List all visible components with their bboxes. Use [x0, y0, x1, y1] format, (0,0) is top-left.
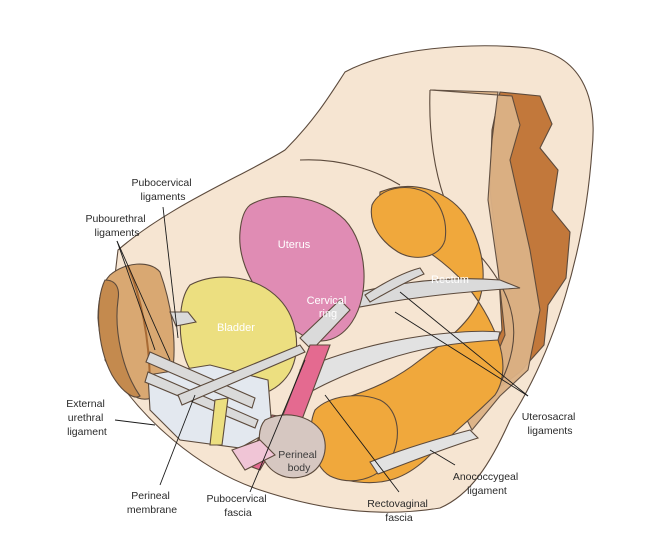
label-cervical-ring: Cervical ring	[307, 295, 350, 320]
anococcygeal-ligament-band	[369, 429, 480, 475]
label-bladder: Bladder	[217, 322, 255, 334]
pubocervical-ligament-long	[177, 344, 306, 406]
label-rectum: Rectum	[431, 274, 469, 286]
label-pubocervical-fascia: Pubocervical fascia	[206, 493, 269, 519]
label-rectovaginal-fascia: Rectovaginal fascia	[367, 498, 431, 524]
leader-lines	[114, 206, 529, 493]
rectum-upper-lobe	[370, 187, 447, 258]
label-uterus: Uterus	[278, 239, 311, 251]
label-external-urethral-ligament: External urethral ligament	[66, 398, 107, 438]
upper-tissue-fold	[299, 159, 401, 186]
urethra	[209, 397, 229, 446]
uterosacral-ligament-upper	[364, 267, 425, 303]
label-pubocervical-ligaments: Pubocervical ligaments	[131, 177, 194, 203]
vaginal-canal	[231, 439, 276, 471]
label-pubourethral-ligaments: Pubourethral ligaments	[85, 213, 148, 239]
pubic-bone-front	[98, 279, 141, 398]
rectovaginal-fascia-band	[299, 330, 501, 396]
label-perineal-membrane: Perineal membrane	[127, 490, 177, 516]
label-perineal-body: Perineal body	[278, 449, 319, 474]
label-anococcygeal-ligament: Anococcygeal ligament	[453, 471, 521, 497]
cervical-ring-band	[299, 299, 351, 351]
label-uterosacral-ligaments: Uterosacral ligaments	[522, 411, 579, 437]
